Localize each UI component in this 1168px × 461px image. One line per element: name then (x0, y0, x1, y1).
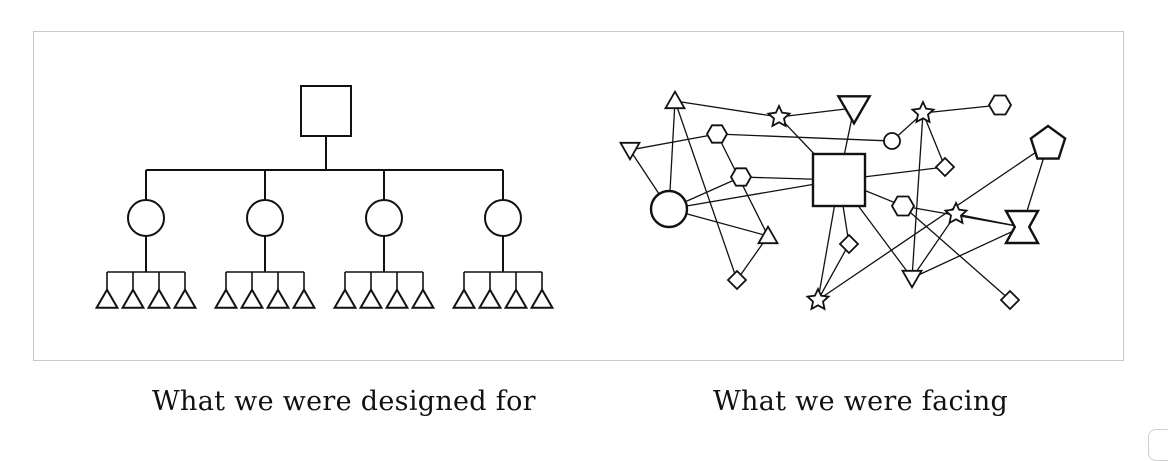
network-node-diamond (838, 233, 860, 255)
tree-node-circle (127, 199, 165, 237)
tree-leaf-triangle (384, 287, 410, 309)
network-edge (955, 213, 1023, 228)
tree-leaf-triangle (213, 287, 239, 309)
network-node-circle (649, 189, 689, 229)
network-edge (674, 100, 738, 281)
tree-leaf-triangle (291, 287, 317, 309)
network-node-hexagon (987, 94, 1013, 116)
network-edge (922, 112, 946, 168)
network-node-triangle-down (618, 141, 642, 162)
network-edge (911, 226, 1023, 279)
network-node-triangle-up (663, 89, 687, 110)
tree-leaf-triangle (172, 287, 198, 309)
network-node-hexagon (729, 167, 753, 187)
caption-designed-for: What we were designed for (152, 386, 536, 417)
network-node-circle (883, 132, 901, 150)
network-node-diamond (999, 289, 1021, 311)
diagram-canvas (94, 85, 1067, 311)
network-edge (629, 133, 718, 151)
network-edge (902, 205, 1011, 301)
network-node-hexagon (705, 124, 729, 144)
tree-leaf-triangle (503, 287, 529, 309)
network-node-triangle-down (900, 269, 924, 290)
network-node-triangle-up (756, 224, 780, 245)
tree-leaf-triangle (358, 287, 384, 309)
tree-leaf-triangle (94, 287, 120, 309)
network-edge (817, 143, 1049, 301)
network-edge (778, 107, 855, 118)
diagram-frame (33, 31, 1124, 361)
tree-leaf-triangle (146, 287, 172, 309)
network-edge (922, 104, 1001, 114)
network-diagram (618, 89, 1067, 311)
network-edge (668, 179, 840, 210)
network-edge (911, 112, 924, 279)
caption-facing: What we were facing (713, 386, 1009, 417)
network-node-square (811, 152, 867, 208)
network-node-diamond (934, 156, 956, 178)
tree-leaf-triangle (529, 287, 555, 309)
network-node-pentagon (1029, 124, 1067, 160)
network-edge (817, 243, 850, 301)
network-node-triangle-down (836, 95, 872, 126)
tree-leaf-triangle (332, 287, 358, 309)
network-node-hexagon (890, 195, 916, 217)
network-node-diamond (726, 269, 748, 291)
network-node-star (766, 103, 792, 128)
network-node-hourglass (1003, 209, 1041, 245)
network-edge (911, 213, 957, 279)
tree-leaf-triangle (451, 287, 477, 309)
tree-leaf-triangle (410, 287, 436, 309)
tree-node-circle (484, 199, 522, 237)
corner-widget (1148, 429, 1168, 461)
network-edge (716, 133, 893, 142)
tree-root-square (300, 85, 352, 137)
network-edge (674, 100, 780, 118)
tree-node-circle (365, 199, 403, 237)
tree-node-circle (246, 199, 284, 237)
hierarchy-diagram (94, 85, 555, 309)
network-node-star (943, 200, 969, 225)
network-node-star (805, 286, 831, 311)
network-node-star (910, 99, 936, 124)
tree-leaf-triangle (239, 287, 265, 309)
tree-leaf-triangle (265, 287, 291, 309)
tree-leaf-triangle (477, 287, 503, 309)
network-nodes (618, 89, 1067, 311)
tree-leaf-triangle (120, 287, 146, 309)
